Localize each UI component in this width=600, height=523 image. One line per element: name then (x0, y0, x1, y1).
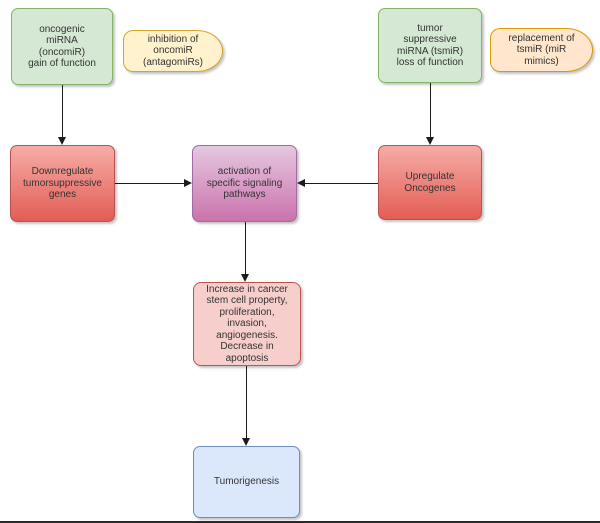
node-label: Increase in cancer stem cell property, p… (206, 283, 288, 364)
node-increase-cancer-properties: Increase in cancer stem cell property, p… (193, 282, 301, 366)
arrowhead-left-icon (297, 179, 305, 187)
node-downregulate-genes: Downregulate tumorsuppressive genes (10, 145, 115, 222)
arrowhead-down-icon (241, 274, 249, 282)
node-label: Tumorigenesis (213, 476, 280, 488)
node-oncogenic-mirna: oncogenic miRNA (oncomiR) gain of functi… (11, 8, 113, 85)
arrowhead-down-icon (242, 438, 250, 446)
node-label: Upregulate Oncogenes (404, 171, 456, 194)
node-label: inhibition of oncomiR (antagomiRs) (142, 33, 204, 68)
node-tumorigenesis: Tumorigenesis (193, 446, 300, 518)
arrowhead-down-icon (426, 137, 434, 145)
node-label: Downregulate tumorsuppressive genes (23, 166, 102, 201)
bottom-border (0, 521, 600, 523)
connector-line (115, 183, 185, 184)
arrowhead-down-icon (58, 137, 66, 145)
node-label: replacement of tsmiR (miR mimics) (508, 32, 575, 67)
node-replacement-tsmir: replacement of tsmiR (miR mimics) (490, 28, 593, 72)
connector-line (304, 183, 378, 184)
node-label: tumor suppressive miRNA (tsmiR) loss of … (396, 22, 464, 69)
connector-line (246, 366, 247, 439)
connector-line (430, 83, 431, 138)
connector-line (62, 85, 63, 138)
node-tumor-suppressive-mirna: tumor suppressive miRNA (tsmiR) loss of … (378, 8, 482, 83)
node-activation-pathways: activation of specific signaling pathway… (192, 145, 297, 222)
node-label: activation of specific signaling pathway… (206, 166, 283, 201)
node-inhibition-oncomir: inhibition of oncomiR (antagomiRs) (123, 30, 223, 72)
node-upregulate-oncogenes: Upregulate Oncogenes (378, 145, 482, 220)
connector-line (245, 222, 246, 275)
arrowhead-right-icon (184, 179, 192, 187)
node-label: oncogenic miRNA (oncomiR) gain of functi… (28, 23, 96, 70)
